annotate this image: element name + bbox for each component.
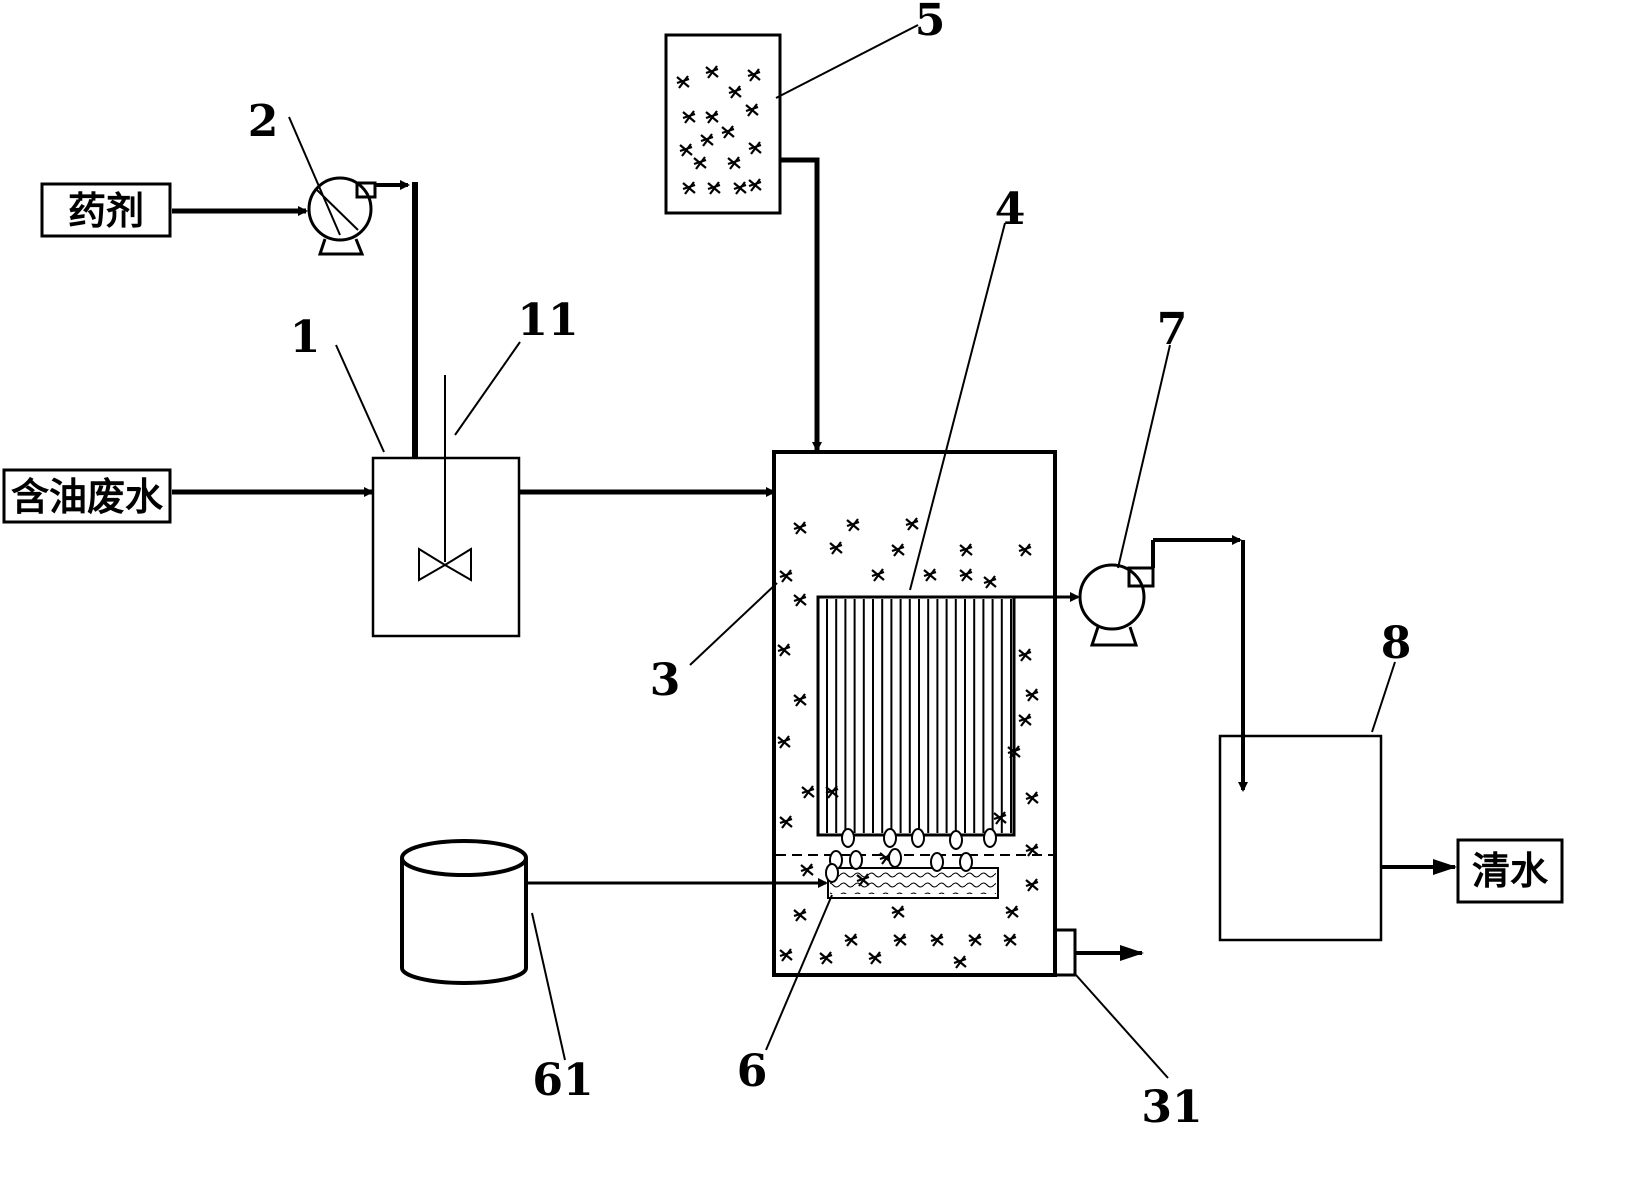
carrier-particle bbox=[793, 521, 807, 535]
oily-wastewater-source: 含油废水 bbox=[2, 468, 172, 524]
air-bubble bbox=[911, 828, 925, 848]
carrier-particle bbox=[779, 569, 793, 583]
air-bubble bbox=[949, 830, 963, 850]
carrier-particle bbox=[793, 693, 807, 707]
air-bubble bbox=[883, 828, 897, 848]
carrier-particle bbox=[700, 133, 714, 147]
carrier-particle bbox=[993, 811, 1007, 825]
carrier-particle bbox=[1025, 791, 1039, 805]
carrier-particle bbox=[693, 156, 707, 170]
carrier-particle bbox=[748, 141, 762, 155]
carrier-particle bbox=[983, 575, 997, 589]
carrier-particle bbox=[728, 85, 742, 99]
label-4: 4 bbox=[995, 184, 1026, 235]
carrier-particle bbox=[846, 518, 860, 532]
carrier-particle bbox=[968, 933, 982, 947]
label-31: 31 bbox=[1141, 1082, 1202, 1133]
carrier-particle bbox=[682, 181, 696, 195]
air-bubbles bbox=[825, 828, 997, 883]
label-61: 61 bbox=[532, 1055, 593, 1106]
carrier-particle bbox=[676, 75, 690, 89]
carrier-particle bbox=[1025, 843, 1039, 857]
carrier-particle bbox=[800, 863, 814, 877]
label-11: 11 bbox=[517, 295, 578, 346]
clean-water-label: 清水 bbox=[1472, 849, 1549, 893]
carrier-particle bbox=[705, 65, 719, 79]
label-6: 6 bbox=[737, 1046, 768, 1097]
carrier-particle bbox=[923, 568, 937, 582]
outlet-pump bbox=[1078, 563, 1155, 647]
carrier-particle bbox=[801, 785, 815, 799]
oily-wastewater-label: 含油废水 bbox=[11, 475, 164, 519]
reagent-source: 药剂 bbox=[40, 182, 172, 238]
label-1: 1 bbox=[290, 312, 321, 363]
carrier-particle bbox=[793, 908, 807, 922]
carrier-particle bbox=[959, 568, 973, 582]
carrier-particle bbox=[1018, 713, 1032, 727]
carrier-particle bbox=[1025, 878, 1039, 892]
aerator bbox=[827, 867, 999, 899]
air-bubble bbox=[841, 828, 855, 848]
sludge-outlet bbox=[1053, 928, 1077, 977]
carrier-particle bbox=[891, 543, 905, 557]
carrier-particle bbox=[953, 955, 967, 969]
clean-water-outlet: 清水 bbox=[1456, 838, 1564, 904]
reagent-label: 药剂 bbox=[68, 189, 144, 233]
air-bubble bbox=[930, 852, 944, 872]
label-3: 3 bbox=[650, 655, 681, 706]
carrier-particle bbox=[959, 543, 973, 557]
clean-water-tank bbox=[1218, 734, 1383, 942]
air-bubble bbox=[825, 863, 839, 883]
media-hopper bbox=[664, 33, 782, 215]
air-bubble bbox=[959, 852, 973, 872]
label-8: 8 bbox=[1381, 618, 1412, 669]
carrier-particle bbox=[779, 815, 793, 829]
label-2: 2 bbox=[248, 96, 279, 147]
carrier-particle bbox=[777, 643, 791, 657]
carrier-particle bbox=[1018, 543, 1032, 557]
air-blower bbox=[400, 839, 528, 985]
carrier-particle bbox=[1018, 648, 1032, 662]
carrier-particle bbox=[893, 933, 907, 947]
carrier-particle bbox=[868, 951, 882, 965]
carrier-particle bbox=[733, 181, 747, 195]
carrier-particle bbox=[930, 933, 944, 947]
carrier-particle bbox=[1025, 688, 1039, 702]
dosing-pump bbox=[307, 176, 377, 256]
carrier-particle bbox=[905, 517, 919, 531]
carrier-particle bbox=[844, 933, 858, 947]
carrier-particle bbox=[705, 110, 719, 124]
carrier-particle bbox=[679, 143, 693, 157]
carrier-particle bbox=[707, 181, 721, 195]
carrier-particle bbox=[819, 951, 833, 965]
carrier-particle bbox=[779, 948, 793, 962]
carrier-particle bbox=[777, 735, 791, 749]
air-bubble bbox=[983, 828, 997, 848]
carrier-particle bbox=[793, 593, 807, 607]
mixing-tank bbox=[371, 375, 521, 638]
carrier-particle bbox=[1005, 905, 1019, 919]
label-7: 7 bbox=[1157, 304, 1188, 355]
carrier-particle bbox=[745, 103, 759, 117]
carrier-particle bbox=[829, 541, 843, 555]
carrier-particle bbox=[721, 125, 735, 139]
carrier-particle bbox=[871, 568, 885, 582]
carrier-particle bbox=[891, 905, 905, 919]
leader-lines bbox=[288, 24, 1396, 1079]
label-5: 5 bbox=[915, 0, 946, 46]
carrier-particle bbox=[748, 178, 762, 192]
carrier-particle bbox=[747, 68, 761, 82]
carrier-particle bbox=[682, 110, 696, 124]
air-bubble bbox=[849, 850, 863, 870]
carrier-particle bbox=[1003, 933, 1017, 947]
carrier-particle bbox=[727, 156, 741, 170]
air-bubble bbox=[888, 848, 902, 868]
membrane-module bbox=[816, 595, 1016, 837]
